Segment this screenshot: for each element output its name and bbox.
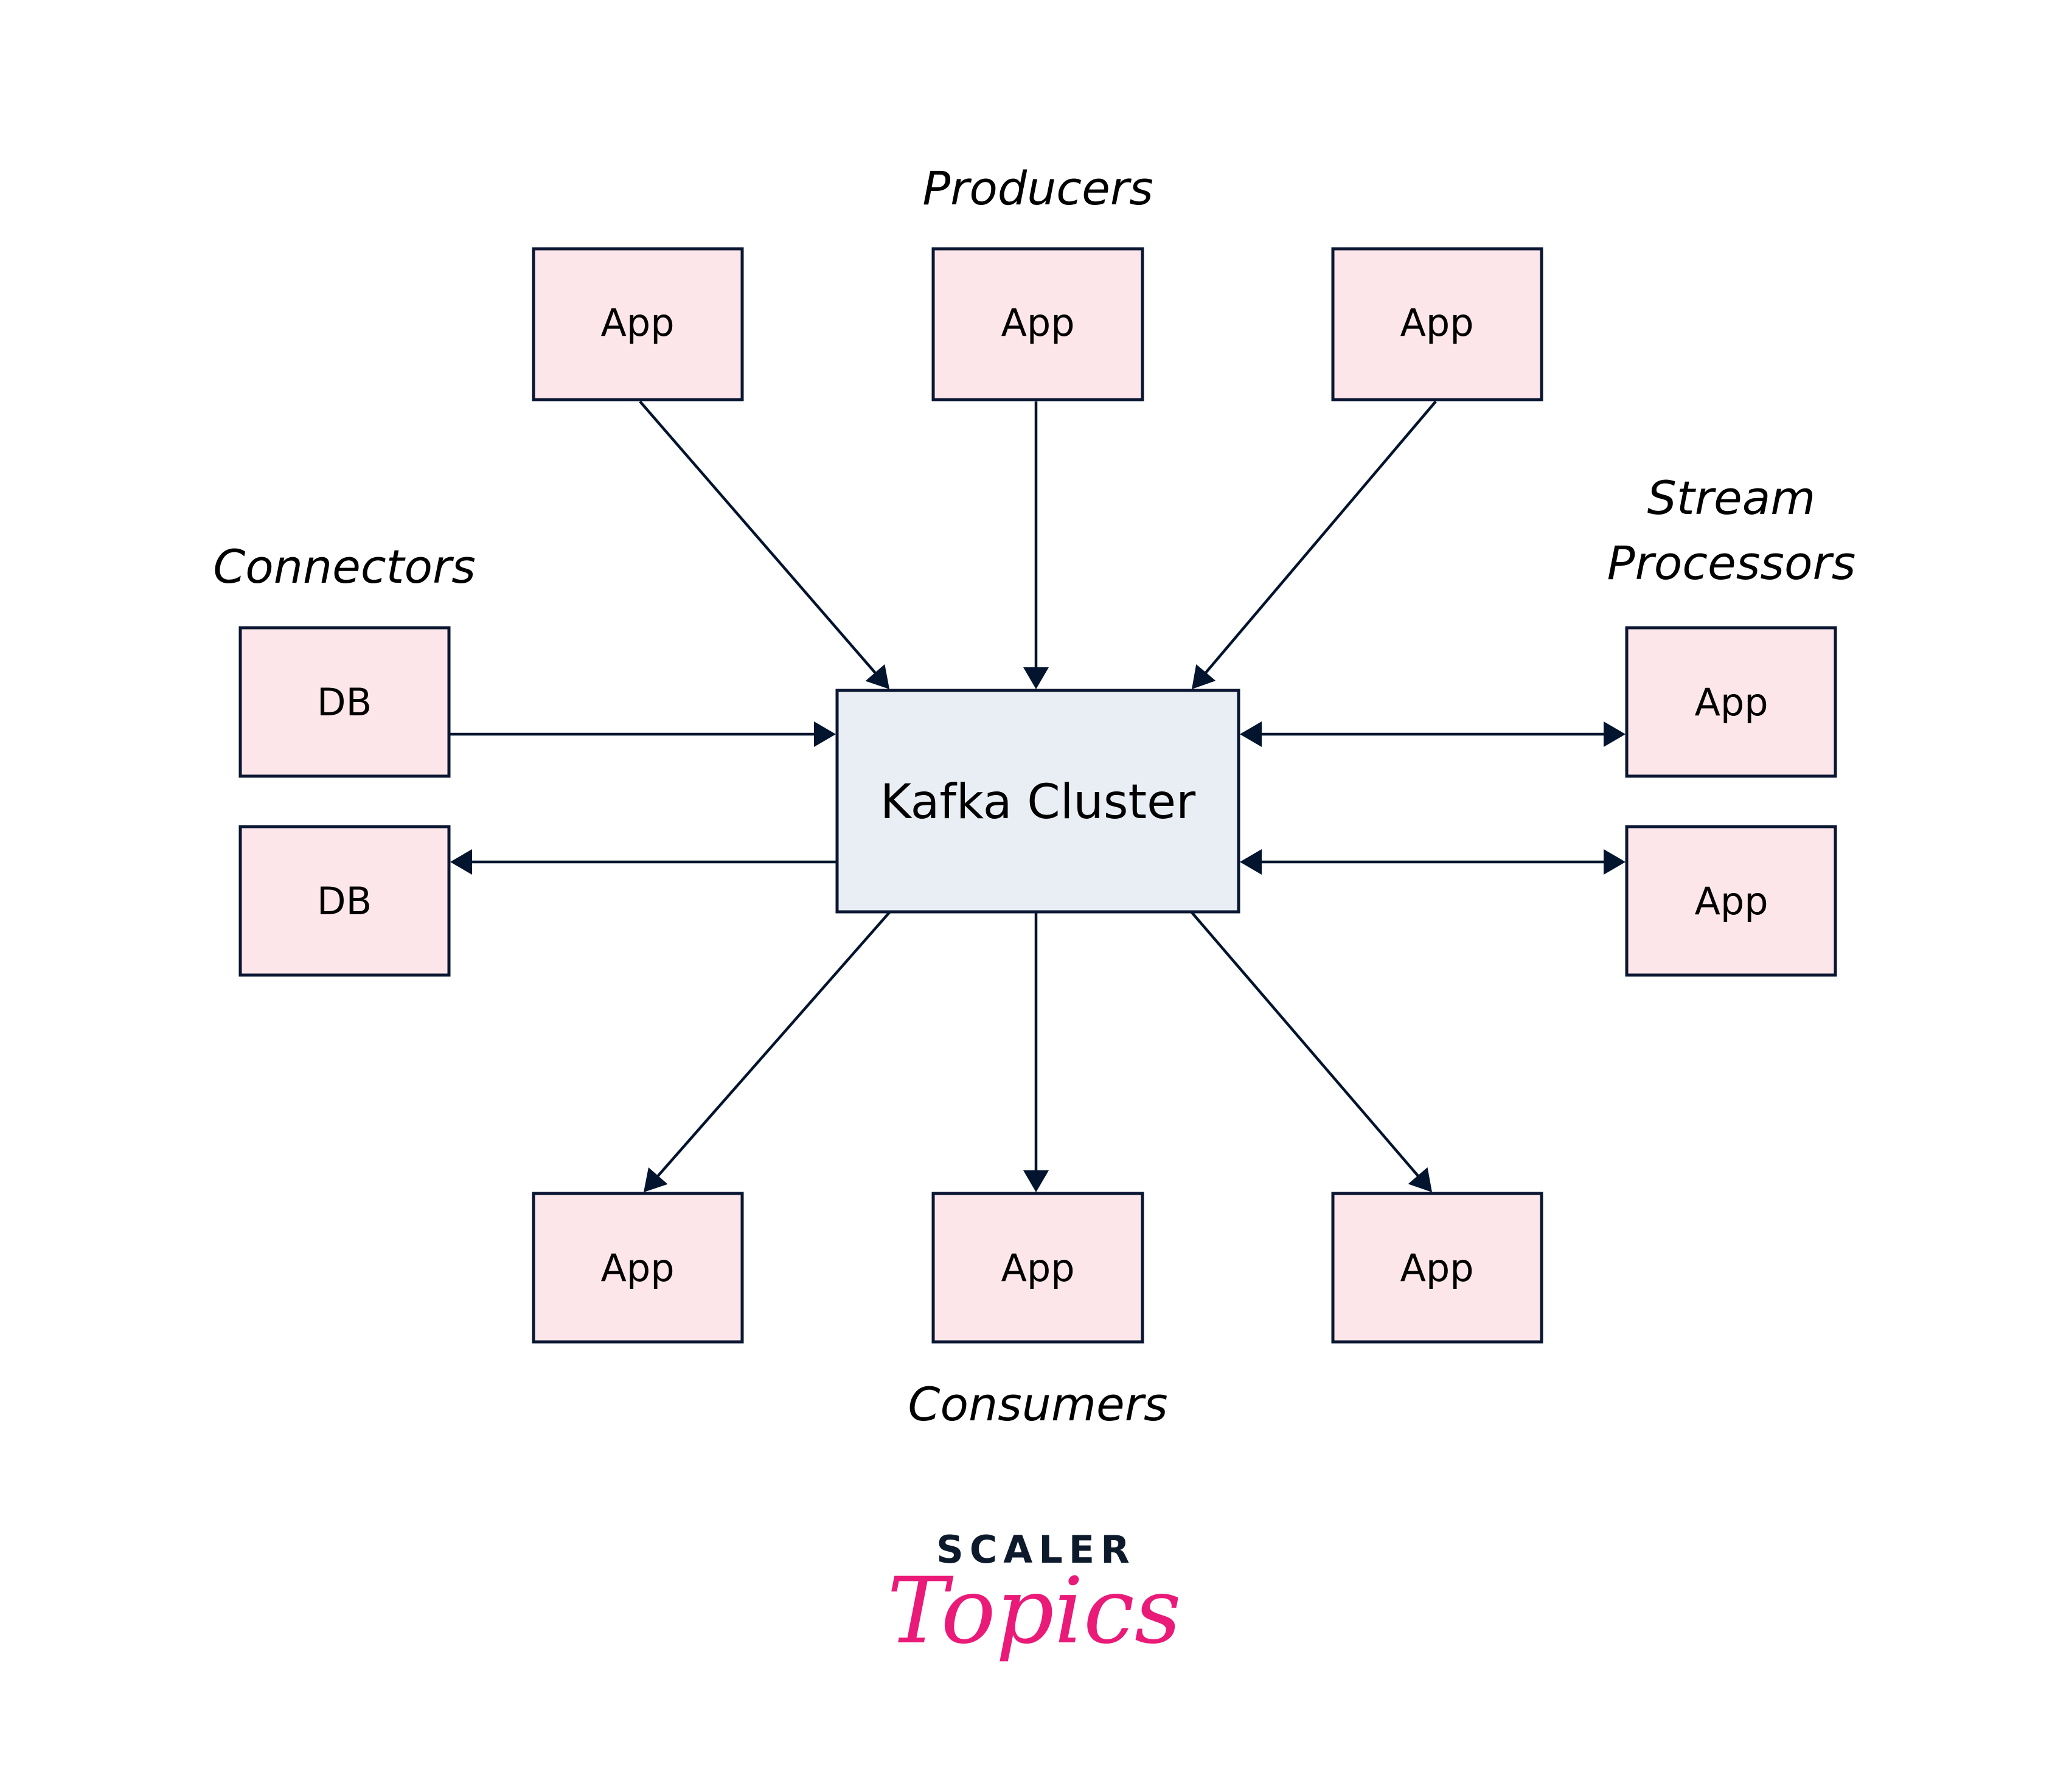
- edge-kafka-to-consumer-1: [644, 911, 891, 1192]
- connector-db-label: DB: [317, 680, 372, 724]
- scaler-topics-logo: SCALER Topics: [887, 1527, 1181, 1664]
- edge-line: [1191, 911, 1422, 1180]
- arrowhead: [1023, 667, 1049, 689]
- arrowhead: [450, 849, 472, 875]
- arrowhead: [1192, 664, 1216, 689]
- edge-connector-db-1-to-kafka: [450, 721, 836, 747]
- connector-db-box: [238, 626, 451, 778]
- stream-processor-app-label: App: [1694, 879, 1768, 923]
- arrowhead: [1604, 849, 1626, 875]
- connector-db-node[interactable]: DB: [238, 626, 451, 778]
- stream-processor-app-box: [1625, 825, 1837, 977]
- kafka-cluster-box: [835, 689, 1240, 914]
- producer-app-label: App: [1400, 300, 1473, 345]
- edge-line: [639, 400, 879, 677]
- producer-app-label: App: [1001, 300, 1074, 345]
- edges-layer: [450, 400, 1626, 1192]
- stream-processor-app-box: [1625, 626, 1837, 778]
- consumer-app-label: App: [1001, 1246, 1074, 1290]
- arrowhead: [865, 664, 889, 689]
- consumer-app-box: [931, 1192, 1144, 1344]
- consumer-app-box: [532, 1192, 744, 1344]
- logo-scaler-text: SCALER: [936, 1527, 1136, 1572]
- consumer-app-node[interactable]: App: [532, 1192, 744, 1344]
- producer-app-box: [532, 247, 744, 401]
- edge-producer-2-to-kafka: [1023, 401, 1049, 689]
- producer-app-label: App: [600, 300, 674, 345]
- arrowhead: [1408, 1167, 1432, 1192]
- edge-kafka-to-consumer-2: [1023, 912, 1049, 1192]
- edge-kafka-to-connector-db-2: [450, 849, 836, 875]
- connector-db-box: [238, 825, 451, 977]
- consumer-app-label: App: [600, 1246, 674, 1290]
- edge-kafka-to-stream-app-1: [1240, 721, 1626, 747]
- producer-app-node[interactable]: App: [1331, 247, 1543, 401]
- kafka-cluster-label: Kafka Cluster: [880, 775, 1196, 830]
- connectors-label: Connectors: [213, 540, 476, 594]
- consumers-label: Consumers: [908, 1377, 1167, 1431]
- edge-kafka-to-consumer-3: [1191, 911, 1432, 1192]
- logo-topics-text: Topics: [887, 1558, 1181, 1664]
- connector-db-node[interactable]: DB: [238, 825, 451, 977]
- consumer-app-node[interactable]: App: [931, 1192, 1144, 1344]
- stream-processor-app-node[interactable]: App: [1625, 626, 1837, 778]
- stream-processors-label-line2: Processors: [1607, 536, 1856, 590]
- kafka-cluster-node[interactable]: Kafka Cluster: [835, 689, 1240, 914]
- arrowhead: [644, 1167, 668, 1192]
- producer-app-node[interactable]: App: [931, 247, 1144, 401]
- arrowhead: [814, 721, 836, 747]
- producer-app-box: [1331, 247, 1543, 401]
- stream-processor-app-label: App: [1694, 680, 1768, 724]
- arrowhead: [1023, 1170, 1049, 1192]
- producer-app-box: [931, 247, 1144, 401]
- edge-producer-1-to-kafka: [639, 400, 889, 689]
- consumer-app-node[interactable]: App: [1331, 1192, 1543, 1344]
- edge-line: [654, 911, 891, 1180]
- connector-db-label: DB: [317, 879, 372, 923]
- consumer-app-label: App: [1400, 1246, 1473, 1290]
- edge-kafka-to-stream-app-2: [1240, 849, 1626, 875]
- consumer-app-box: [1331, 1192, 1543, 1344]
- arrowhead: [1240, 849, 1262, 875]
- stream-processors-label-line1: Stream: [1647, 471, 1816, 525]
- arrowhead: [1604, 721, 1626, 747]
- arrowhead: [1240, 721, 1262, 747]
- stream-processor-app-node[interactable]: App: [1625, 825, 1837, 977]
- edge-line: [1201, 400, 1437, 677]
- producer-app-node[interactable]: App: [532, 247, 744, 401]
- edge-producer-3-to-kafka: [1192, 400, 1437, 689]
- producers-label: Producers: [922, 161, 1153, 215]
